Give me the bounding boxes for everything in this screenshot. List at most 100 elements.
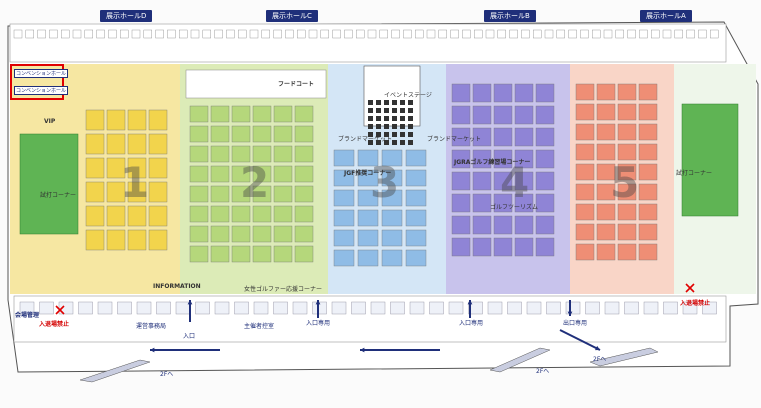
lobby-cell <box>312 301 327 315</box>
mid-flow-arrow-head <box>360 347 365 353</box>
lobby-cell <box>624 301 639 315</box>
hall-b-right-booth <box>535 215 555 235</box>
corridor-room <box>533 29 542 39</box>
event-stage-label: イベントステージ <box>384 92 432 99</box>
hall-b-left-booth <box>405 209 427 227</box>
hall-b-right-booth <box>451 193 471 213</box>
lobby-cell <box>195 301 210 315</box>
corridor-room <box>580 29 589 39</box>
hall-c-booth <box>294 205 314 223</box>
convention-hall-highlight[interactable] <box>10 64 64 100</box>
lobby-cell <box>468 301 483 315</box>
corridor-room <box>639 29 648 39</box>
stage-seat <box>400 124 405 129</box>
corridor-room <box>379 29 388 39</box>
corridor-room <box>332 29 341 39</box>
hall-b-right-booth <box>514 193 534 213</box>
exit-right-label[interactable]: 出口専用 <box>563 320 588 327</box>
hall-a-booth <box>575 203 595 221</box>
hall-b-right-booth <box>451 127 471 147</box>
hall-b-right-booth <box>535 127 555 147</box>
corridor-room <box>592 29 601 39</box>
to-2f-left-label[interactable]: 2Fへ <box>160 371 174 378</box>
hall-a-booth <box>617 203 637 221</box>
corridor-room <box>710 29 719 39</box>
lobby-cell <box>663 301 678 315</box>
lobby-cell <box>487 301 503 315</box>
hall-number-3: 3 <box>370 158 400 207</box>
hall-c-booth <box>252 185 272 203</box>
corridor-room <box>485 29 495 39</box>
entrance-right-label[interactable]: 入口専用 <box>459 320 484 327</box>
stage-seat <box>408 140 413 145</box>
hall-a-booth <box>596 83 616 101</box>
hall-a-booth <box>617 143 637 161</box>
stage-seat <box>400 132 405 137</box>
hall-b-left-booth <box>381 149 403 167</box>
corridor-room <box>403 29 412 39</box>
information-label: INFORMATION <box>153 283 201 290</box>
hall-b-left-booth <box>357 149 379 167</box>
corridor-room <box>415 29 424 39</box>
lobby-cell <box>214 301 230 315</box>
corridor-room <box>237 29 247 39</box>
stage-seat <box>384 124 389 129</box>
lobby-cell <box>682 301 698 315</box>
hall-c-booth <box>210 225 230 243</box>
brand-market-left-label: ブランドマーケット <box>338 136 393 143</box>
hall-b-left-booth <box>333 169 355 187</box>
hall-a-header[interactable]: 展示ホールA <box>640 10 692 22</box>
lobby-cell <box>97 301 113 315</box>
hall-b-right-booth <box>472 83 492 103</box>
trial-corner-left-label: 試打コーナー <box>40 192 77 199</box>
hall-b-right-booth <box>451 237 471 257</box>
hall-b-right-booth <box>451 149 471 169</box>
corridor-room <box>474 29 483 39</box>
lobby-cell <box>546 301 561 315</box>
corridor-room <box>391 29 400 39</box>
corridor-room <box>615 29 624 39</box>
hall-b-left-booth <box>381 169 403 187</box>
hall-c-header[interactable]: 展示ホールC <box>266 10 318 22</box>
corridor-room <box>96 29 105 39</box>
stage-seat <box>384 132 389 137</box>
convention-hall-label-2: コンベンションホール <box>14 86 69 95</box>
hall-a-booth <box>617 223 637 241</box>
hall-d-booth <box>106 181 126 203</box>
hall-b-right-booth <box>472 237 492 257</box>
hall-c-booth <box>210 185 230 203</box>
stage-seat <box>376 124 381 129</box>
hall-c-booth <box>294 165 314 183</box>
hall-b-right-booth <box>493 105 513 125</box>
entrance-left-label[interactable]: 入口 <box>183 333 196 340</box>
to-2f-right-label[interactable]: 2Fへ <box>593 356 607 363</box>
entrance-mid-label[interactable]: 入口専用 <box>306 320 331 327</box>
hall-c-booth <box>252 125 272 143</box>
hall-c-booth <box>294 245 314 263</box>
corridor-room <box>261 29 270 39</box>
hall-d-booth <box>106 205 126 227</box>
hall-c-booth <box>189 125 209 143</box>
stage-seat <box>408 124 413 129</box>
left-no-entry-label: 入退場禁止 <box>39 321 70 328</box>
hall-d-header[interactable]: 展示ホールD <box>100 10 153 22</box>
to-2f-mid-label[interactable]: 2Fへ <box>536 368 550 375</box>
hall-c-booth <box>210 165 230 183</box>
hall-b-right-booth <box>493 127 513 147</box>
hall-number-1: 1 <box>120 158 150 207</box>
lobby-cell <box>234 301 249 315</box>
hall-b-left-booth <box>405 149 427 167</box>
hall-d-booth <box>148 205 168 227</box>
hall-b-right-booth <box>472 193 492 213</box>
hall-b-header[interactable]: 展示ホールB <box>484 10 536 22</box>
stage-seat <box>368 124 373 129</box>
left-flow-arrow-head <box>150 347 155 353</box>
exit-flow-arrow-head <box>595 345 600 351</box>
lobby-cell <box>390 301 405 315</box>
corridor-room <box>178 29 188 39</box>
hall-c-booth <box>189 165 209 183</box>
corridor-room <box>37 29 46 39</box>
hall-b-right-booth <box>472 105 492 125</box>
corridor-room <box>367 29 377 39</box>
